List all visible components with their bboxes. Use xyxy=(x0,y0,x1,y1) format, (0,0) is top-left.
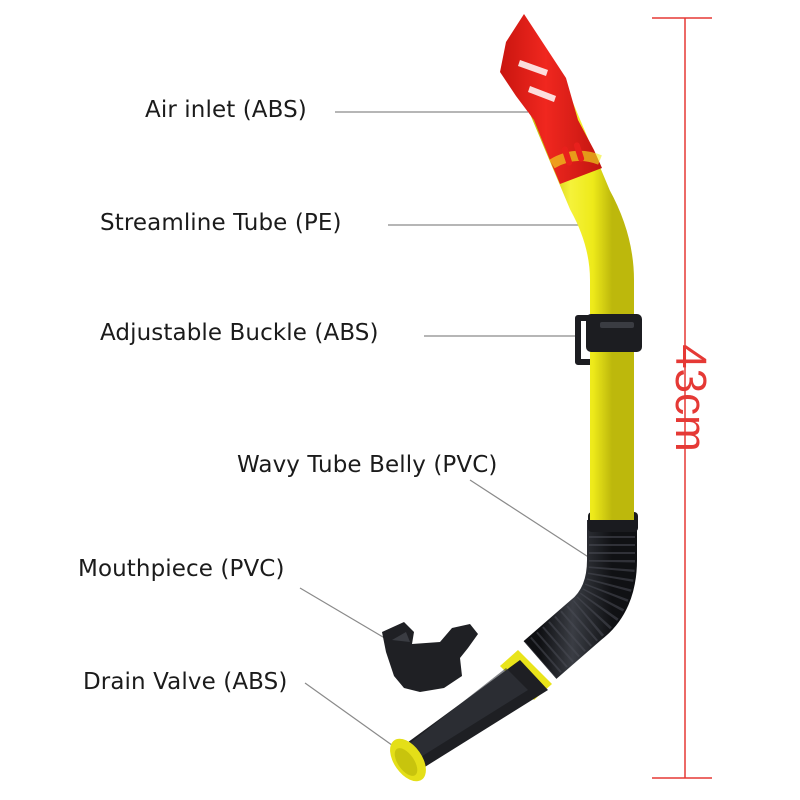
drain-valve-label: Drain Valve (ABS) xyxy=(83,669,288,695)
drain-valve xyxy=(390,660,548,782)
air-inlet-label: Air inlet (ABS) xyxy=(145,97,307,123)
mouthpiece-label: Mouthpiece (PVC) xyxy=(78,556,285,582)
adjustable-buckle xyxy=(575,314,642,365)
streamline-tube xyxy=(527,91,634,520)
leader-lines xyxy=(299,111,596,754)
wavy-tube-belly-label: Wavy Tube Belly (PVC) xyxy=(237,452,498,478)
wavy-tube-belly xyxy=(523,512,638,679)
adjustable-buckle-label: Adjustable Buckle (ABS) xyxy=(100,320,379,346)
length-dimension-label: 43cm xyxy=(666,344,715,452)
dimension-line xyxy=(652,17,712,779)
mouthpiece xyxy=(382,622,478,692)
air-inlet xyxy=(500,14,602,184)
streamline-tube-label: Streamline Tube (PE) xyxy=(100,210,342,236)
